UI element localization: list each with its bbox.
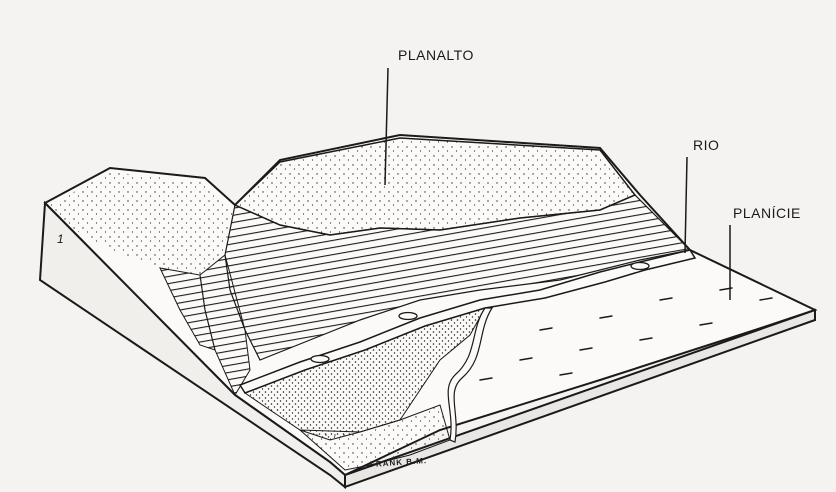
river-island: [399, 313, 417, 320]
river-label: RIO: [693, 137, 719, 153]
plateau-label: PLANALTO: [398, 47, 474, 63]
figure-number: 1: [57, 232, 64, 246]
river-island: [631, 263, 649, 270]
plain-label: PLANÍCIE: [733, 205, 801, 221]
river-island: [311, 356, 329, 363]
river-leader-line: [685, 157, 687, 253]
